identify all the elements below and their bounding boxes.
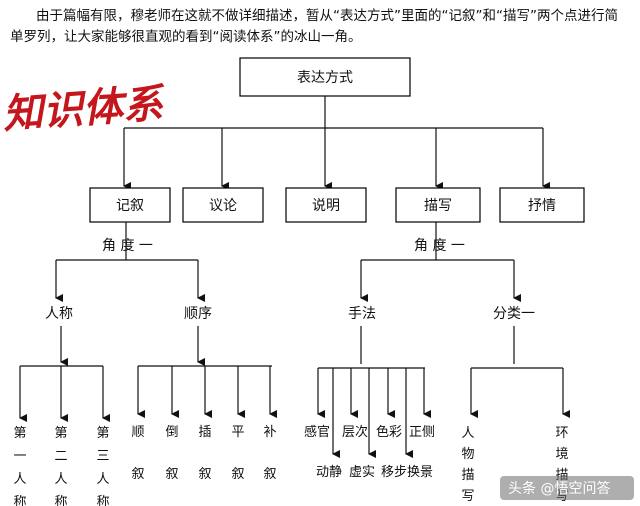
watermark-backdrop — [500, 476, 634, 500]
method-bottom-item-2: 虚实 — [349, 465, 375, 480]
order-item-5: 补叙 — [263, 425, 276, 482]
stamp-logo: 知识体系 — [1, 80, 167, 138]
category-box-4 — [395, 187, 481, 223]
method-bottom-item-3: 移步换景 — [381, 465, 433, 480]
method-top-item-1: 感官 — [304, 424, 330, 440]
method-bottom-item-1: 动静 — [316, 465, 342, 480]
category-label-1: 记叙 — [116, 197, 144, 214]
order-item-1: 顺叙 — [131, 425, 144, 482]
category-label-5: 抒情 — [528, 198, 556, 214]
category-box-5 — [499, 187, 585, 223]
order-item-2: 倒叙 — [165, 425, 178, 482]
person-item-1: 第一人称 — [13, 426, 26, 506]
right-angle-label: 角 度 一 — [414, 238, 465, 254]
category-box-3 — [285, 187, 367, 223]
method-label: 手法 — [348, 306, 376, 322]
classify-item-1: 人物描写 — [461, 426, 474, 504]
person-item-3: 第三人称 — [96, 426, 109, 506]
category-label-4: 描写 — [424, 198, 452, 214]
order-item-3: 插叙 — [198, 425, 211, 482]
category-label-3: 说明 — [312, 198, 340, 214]
method-top-item-4: 正侧 — [409, 425, 435, 440]
order-item-4: 平叙 — [231, 425, 244, 482]
category-label-2: 议论 — [209, 198, 237, 214]
order-label: 顺序 — [184, 306, 212, 322]
intro-paragraph: 由于篇幅有限，穆老师在这就不做详细描述，暂从“表达方式”里面的“记叙”和“描写”… — [10, 8, 618, 45]
category-box-1 — [89, 187, 171, 223]
method-top-item-3: 色彩 — [376, 424, 402, 440]
method-top-item-2: 层次 — [342, 424, 368, 440]
person-label: 人称 — [45, 306, 73, 322]
person-item-2: 第二人称 — [54, 426, 67, 506]
watermark: 头条 @悟空问答 — [500, 476, 634, 500]
root-box — [239, 57, 411, 97]
left-angle-label: 角 度 一 — [102, 238, 153, 254]
root-label: 表达方式 — [297, 70, 353, 86]
watermark-text: 头条 @悟空问答 — [508, 480, 610, 497]
classify-label: 分类一 — [493, 306, 535, 322]
category-box-2 — [182, 187, 264, 223]
